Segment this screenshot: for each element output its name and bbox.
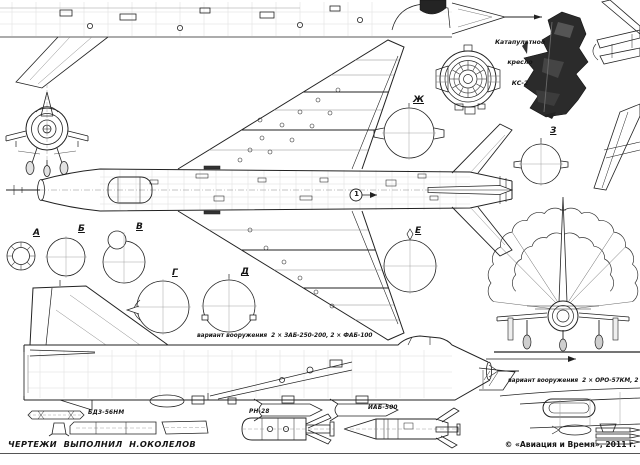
drawings-credit: ЧЕРТЕЖИ ВЫПОЛНИЛ Н.ОКОЛЕЛОВ: [8, 439, 197, 449]
section-z-drawing: [513, 138, 569, 186]
rear-view-parachute: [487, 196, 640, 353]
weapon-label-iab-500: ИАБ-500: [368, 405, 398, 411]
tail-detail-top-right: [592, 0, 640, 65]
underwing-bombs: [253, 395, 399, 422]
section-label-a: А: [33, 228, 40, 238]
section-label-e: Е: [415, 226, 422, 236]
weapon-label-rn-28: РН-28: [249, 409, 270, 415]
section-b-drawing: [45, 236, 87, 278]
weapon-rn28: [241, 413, 335, 445]
weapon-label-bd3-56nm: БД3-56НМ: [88, 410, 125, 416]
armament-variant-right-label: вариант вооружения 2 × ОРО-57КМ, 2 × АП: [508, 378, 639, 384]
section-v-drawing: [102, 230, 146, 284]
ejection-seat-label-line1: Катапультное: [494, 39, 546, 47]
rocket-pod-tubes: [595, 427, 640, 445]
section-g-drawing: [125, 279, 191, 335]
section-label-z: З: [550, 126, 557, 136]
pylon-detail-arrow: [478, 356, 576, 391]
engine-front-view: [435, 44, 501, 115]
weapon-iab500: [343, 407, 461, 449]
ejection-seat-photo: [522, 11, 589, 119]
ejection-seat-label-line3: КС-2: [511, 79, 529, 87]
section-a-drawing: [6, 241, 36, 271]
footer-rule: [0, 453, 640, 454]
section-d-drawing: [201, 274, 257, 334]
section-label-v: В: [136, 222, 143, 232]
weapon-pylon-bd3: [27, 410, 209, 437]
armament-variant-main-label: вариант вооружения 2 × ЗАБ-250-200, 2 × …: [197, 333, 373, 339]
callout-1-number: 1: [354, 190, 359, 198]
front-view: [5, 84, 89, 177]
section-e-drawing: [382, 228, 438, 294]
aft-fuselage-rocket-pods: [499, 387, 640, 445]
plan-view-panels: [149, 87, 439, 309]
copyright-notice: © «Авиация и Время», 2011 г.: [504, 440, 636, 449]
tail-detail-right-edge: [593, 103, 640, 191]
callout-1-marker: [349, 188, 377, 202]
section-label-g: Г: [172, 268, 178, 278]
ejection-seat-label-line2: кресло: [507, 59, 533, 67]
section-label-zh: Ж: [413, 95, 425, 105]
section-zh-drawing: [373, 103, 445, 160]
section-label-d: Д: [241, 267, 250, 277]
main-plan-view: [6, 39, 514, 341]
side-view-bottom: [23, 280, 519, 422]
section-label-b: Б: [78, 224, 85, 234]
ejection-seat-label: Катапультное кресло КС-2: [490, 27, 550, 101]
top-partial-plan-view: [0, 0, 542, 89]
